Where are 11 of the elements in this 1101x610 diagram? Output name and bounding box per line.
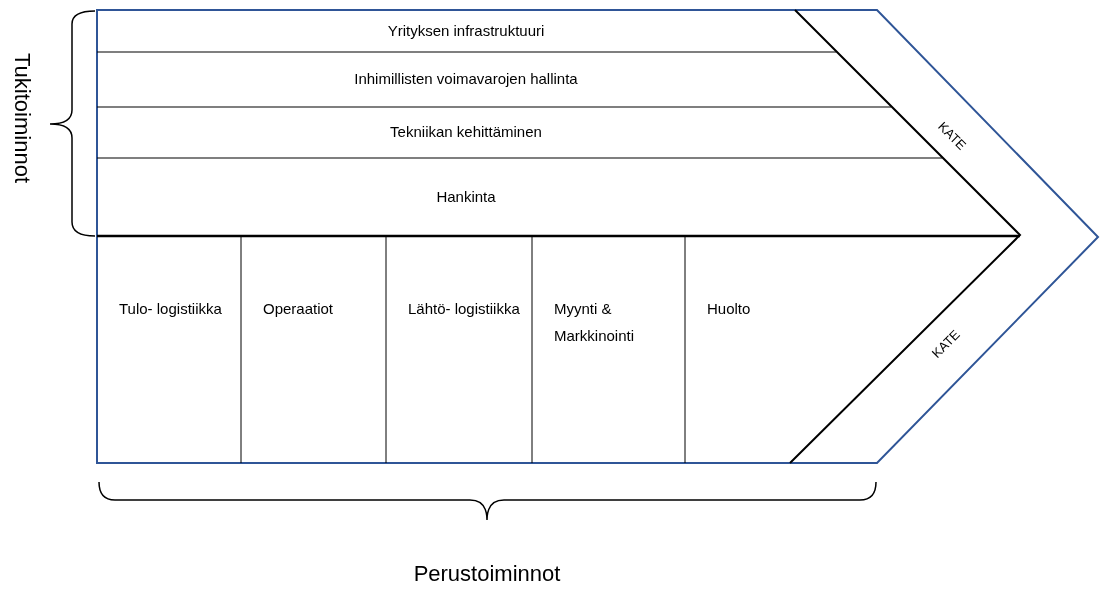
group-label: Tukitoiminnot — [8, 53, 36, 183]
activity-label: Tekniikan kehittäminen — [390, 122, 542, 143]
activity-label: Hankinta — [436, 186, 496, 207]
activity-label: Huolto — [707, 299, 752, 319]
activity-label: Myynti & Markkinointi — [554, 299, 636, 346]
activity-label: Yrityksen infrastruktuuri — [387, 20, 545, 41]
activity-label: Operaatiot — [263, 299, 335, 319]
activity-label: Lähtö- logistiikka — [408, 299, 520, 319]
activity-label: Inhimillisten voimavarojen hallinta — [354, 69, 578, 90]
activity-label: Tulo- logistiikka — [119, 299, 223, 319]
group-label: Perustoiminnot — [413, 559, 561, 588]
